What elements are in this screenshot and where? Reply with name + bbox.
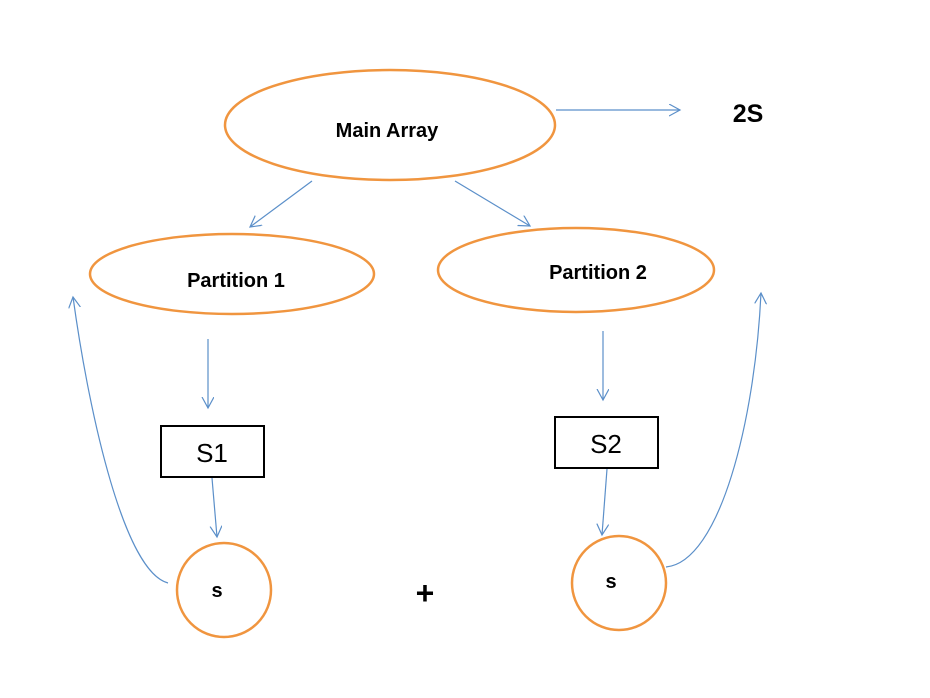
main-array-label: Main Array xyxy=(336,120,440,142)
sum-right-circle xyxy=(570,534,668,632)
arrow-s2-to-sum-right xyxy=(602,468,607,535)
sum-right-node: s xyxy=(570,534,668,632)
s2-box: S2 xyxy=(554,416,659,469)
arrow-main-to-partition-1 xyxy=(250,180,313,227)
sum-left-label: s xyxy=(211,580,222,602)
arrow-main-to-partition-2 xyxy=(454,180,530,226)
s1-box: S1 xyxy=(160,425,265,478)
sum-left-circle xyxy=(175,541,273,639)
main-array-ellipse xyxy=(223,68,557,182)
main-array-node: Main Array xyxy=(223,68,557,182)
partition-1-label: Partition 1 xyxy=(187,270,285,292)
arrow-s1-to-sum-left xyxy=(212,477,217,537)
partition-2-node: Partition 2 xyxy=(436,226,716,314)
partition-1-ellipse xyxy=(88,232,376,316)
s1-label: S1 xyxy=(196,438,228,468)
s1-rect xyxy=(160,425,265,478)
plus-operator: + xyxy=(416,575,435,611)
sum-left-node: s xyxy=(175,541,273,639)
result-label: 2S xyxy=(733,100,764,128)
partition-2-label: Partition 2 xyxy=(549,262,647,284)
partition-1-node: Partition 1 xyxy=(88,232,376,316)
arrow-sum-left-to-partition-1 xyxy=(73,297,169,584)
partition-2-ellipse xyxy=(436,226,716,314)
arrow-sum-right-to-partition-2 xyxy=(665,293,761,568)
sum-right-label: s xyxy=(605,571,616,593)
s2-label: S2 xyxy=(590,429,622,459)
s2-rect xyxy=(554,416,659,469)
